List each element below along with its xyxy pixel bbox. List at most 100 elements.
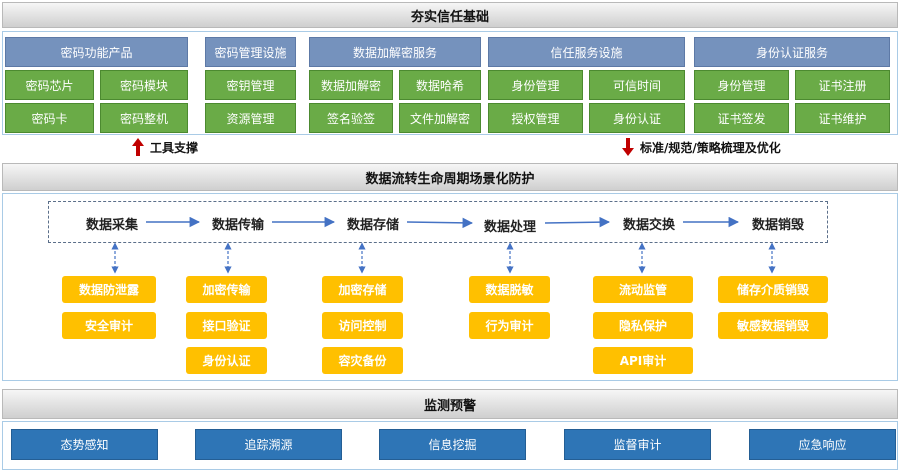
item-certificate-registration: 证书注册 xyxy=(795,70,890,100)
control-label: 接口验证 xyxy=(202,319,251,333)
control-label: 加密传输 xyxy=(202,283,251,297)
control-label: 储存介质销毁 xyxy=(736,283,809,297)
item-label: 证书维护 xyxy=(818,111,867,126)
control-label: 隐私保护 xyxy=(618,319,667,333)
tool-support-annotation: 工具支撑 xyxy=(132,137,198,157)
stage-label: 数据交换 xyxy=(622,218,675,233)
stage-storage: 数据存储 xyxy=(328,214,418,233)
stage-label: 数据销毁 xyxy=(751,218,804,233)
monitor-label: 信息挖掘 xyxy=(428,438,477,452)
lifecycle-flow-box xyxy=(48,201,828,243)
control-dlp: 数据防泄露 xyxy=(62,276,156,303)
item-label: 签名验签 xyxy=(326,111,375,126)
category-crypto-management: 密码管理设施 xyxy=(205,37,296,67)
item-crypto-module: 密码模块 xyxy=(100,70,188,100)
item-label: 资源管理 xyxy=(226,111,275,126)
item-identity-authentication: 身份认证 xyxy=(589,103,685,133)
stage-exchange: 数据交换 xyxy=(604,214,694,233)
item-label: 证书签发 xyxy=(717,111,766,126)
control-label: 数据脱敏 xyxy=(485,283,534,297)
item-label: 密码整机 xyxy=(119,111,168,126)
control-encrypted-transmission: 加密传输 xyxy=(186,276,267,303)
monitor-label: 监督审计 xyxy=(613,438,662,452)
control-privacy-protection: 隐私保护 xyxy=(593,312,693,339)
item-identity-management: 身份管理 xyxy=(488,70,583,100)
arrow-down-icon xyxy=(622,138,634,156)
bottom-title: 监测预警 xyxy=(423,398,476,414)
category-label: 密码功能产品 xyxy=(60,45,133,60)
control-security-audit: 安全审计 xyxy=(62,312,156,339)
item-certificate-maintenance: 证书维护 xyxy=(795,103,890,133)
item-label: 密码芯片 xyxy=(25,78,74,93)
item-key-management: 密钥管理 xyxy=(205,70,296,100)
control-label: 安全审计 xyxy=(84,319,133,333)
control-label: 敏感数据销毁 xyxy=(736,319,809,333)
stage-label: 数据采集 xyxy=(85,218,138,233)
item-resource-management: 资源管理 xyxy=(205,103,296,133)
stage-label: 数据处理 xyxy=(483,220,536,235)
item-identity-management-2: 身份管理 xyxy=(694,70,789,100)
control-label: 行为审计 xyxy=(485,319,534,333)
top-title: 夯实信任基础 xyxy=(410,9,489,25)
flow-arrow xyxy=(544,216,611,228)
control-sensitive-data-destruction: 敏感数据销毁 xyxy=(718,312,828,339)
category-identity-auth-service: 身份认证服务 xyxy=(694,37,890,67)
item-label: 数据加解密 xyxy=(320,78,381,93)
arrow-up-icon xyxy=(132,138,144,156)
item-file-encryption: 文件加解密 xyxy=(399,103,481,133)
item-label: 授权管理 xyxy=(511,111,560,126)
control-label: 身份认证 xyxy=(202,354,251,368)
middle-banner: 数据流转生命周期场景化防护 xyxy=(2,163,898,191)
monitor-emergency-response: 应急响应 xyxy=(749,429,896,460)
control-access-control: 访问控制 xyxy=(322,312,403,339)
middle-title: 数据流转生命周期场景化防护 xyxy=(365,171,535,187)
control-label: 容灾备份 xyxy=(338,354,387,368)
control-label: 流动监管 xyxy=(618,283,667,297)
control-encrypted-storage: 加密存储 xyxy=(322,276,403,303)
item-label: 文件加解密 xyxy=(409,111,470,126)
monitor-supervision-audit: 监督审计 xyxy=(564,429,711,460)
category-label: 信任服务设施 xyxy=(550,45,623,60)
control-media-destruction: 储存介质销毁 xyxy=(718,276,828,303)
item-trusted-time: 可信时间 xyxy=(589,70,685,100)
category-encryption-service: 数据加解密服务 xyxy=(309,37,481,67)
control-api-audit: API审计 xyxy=(593,347,693,374)
item-authorization-management: 授权管理 xyxy=(488,103,583,133)
item-label: 证书注册 xyxy=(818,78,867,93)
item-crypto-chip: 密码芯片 xyxy=(5,70,94,100)
tool-support-label: 工具支撑 xyxy=(150,140,199,155)
control-identity-auth: 身份认证 xyxy=(186,347,267,374)
control-interface-verification: 接口验证 xyxy=(186,312,267,339)
category-label: 数据加解密服务 xyxy=(352,45,437,60)
stage-destruction: 数据销毁 xyxy=(733,214,823,233)
control-label: API审计 xyxy=(619,354,667,368)
item-label: 密码卡 xyxy=(31,111,68,126)
item-label: 数据哈希 xyxy=(415,78,464,93)
item-label: 身份管理 xyxy=(511,78,560,93)
item-label: 密码模块 xyxy=(119,78,168,93)
control-flow-supervision: 流动监管 xyxy=(593,276,693,303)
item-label: 可信时间 xyxy=(612,78,661,93)
stage-collection: 数据采集 xyxy=(67,214,157,233)
standards-label: 标准/规范/策略梳理及优化 xyxy=(640,140,781,155)
item-crypto-card: 密码卡 xyxy=(5,103,94,133)
category-crypto-products: 密码功能产品 xyxy=(5,37,188,67)
control-data-masking: 数据脱敏 xyxy=(469,276,550,303)
bottom-banner: 监测预警 xyxy=(2,389,898,419)
stage-label: 数据传输 xyxy=(211,218,264,233)
stage-transmission: 数据传输 xyxy=(193,214,283,233)
item-crypto-machine: 密码整机 xyxy=(100,103,188,133)
item-label: 身份认证 xyxy=(612,111,661,126)
item-signature-verify: 签名验签 xyxy=(309,103,393,133)
monitor-traceability: 追踪溯源 xyxy=(195,429,342,460)
category-trust-service: 信任服务设施 xyxy=(488,37,685,67)
control-label: 数据防泄露 xyxy=(78,283,139,297)
control-behavior-audit: 行为审计 xyxy=(469,312,550,339)
standards-annotation: 标准/规范/策略梳理及优化 xyxy=(622,137,781,157)
control-label: 加密存储 xyxy=(338,283,387,297)
item-data-encryption: 数据加解密 xyxy=(309,70,393,100)
monitor-label: 应急响应 xyxy=(798,438,847,452)
monitor-info-mining: 信息挖掘 xyxy=(379,429,526,460)
item-label: 密钥管理 xyxy=(226,78,275,93)
